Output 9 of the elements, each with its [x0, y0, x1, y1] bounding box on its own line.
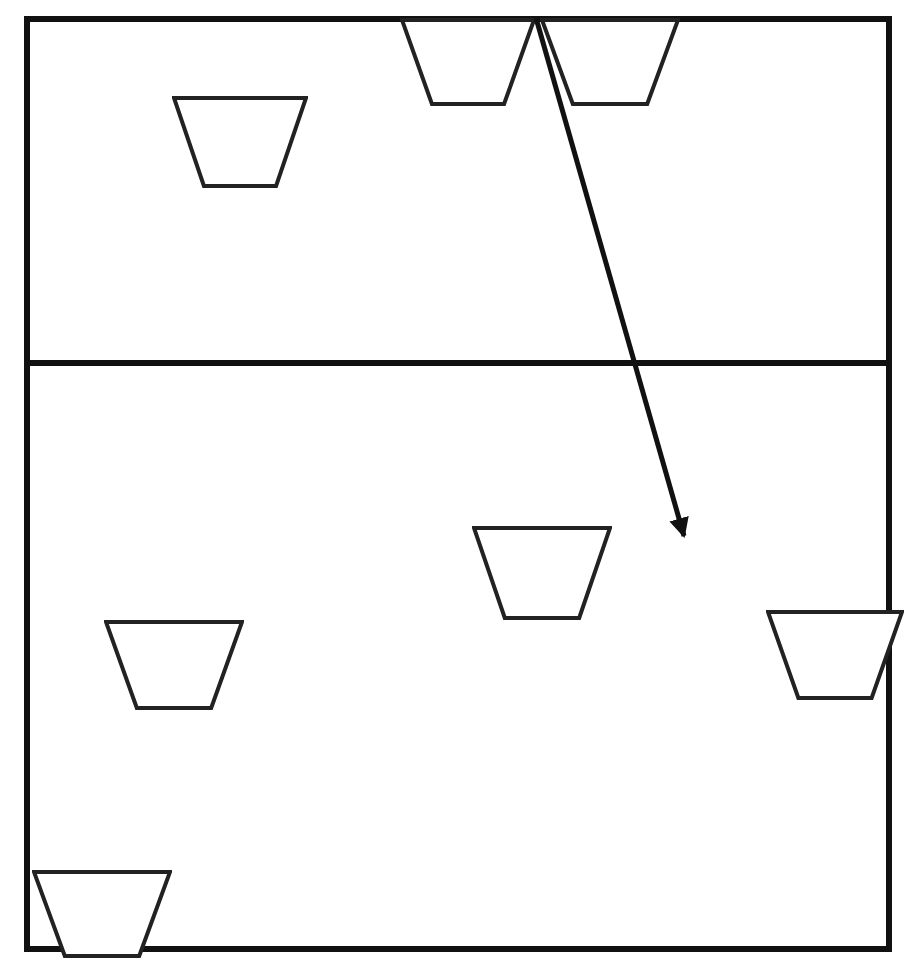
trapezoid-shape: [766, 610, 904, 700]
region-box: [24, 16, 892, 366]
trapezoid-shape: [32, 870, 172, 958]
trapezoid-shape: [104, 620, 244, 710]
trapezoid-shape: [540, 18, 680, 106]
trapezoid-shape: [172, 96, 308, 188]
trapezoid-shape: [472, 526, 612, 620]
region-box: [24, 360, 892, 952]
trapezoid-shape: [400, 18, 536, 106]
